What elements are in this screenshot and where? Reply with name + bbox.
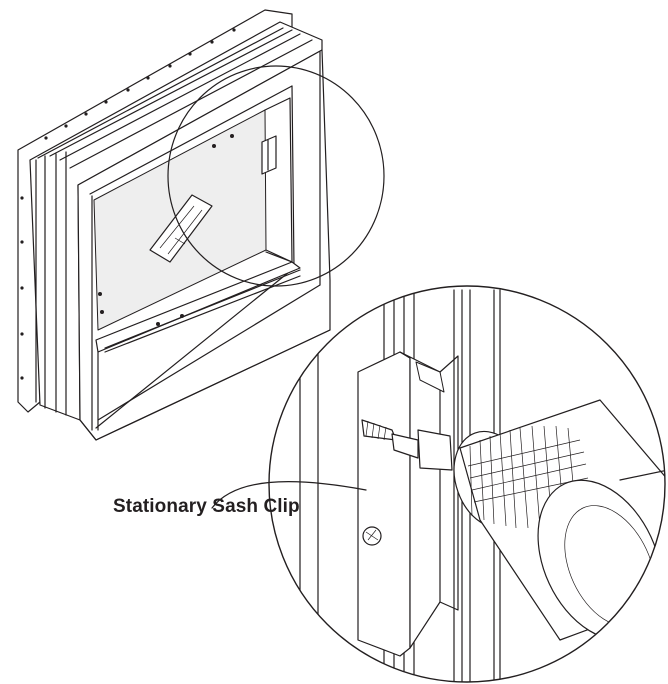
detail-highlight-circle [167,65,385,287]
stationary-sash-clip-label: Stationary Sash Clip [113,496,300,517]
sash-clip [357,351,411,657]
window-frame-drawing [17,9,331,441]
detail-magnification [268,285,666,683]
callout-leader-line [211,481,367,509]
